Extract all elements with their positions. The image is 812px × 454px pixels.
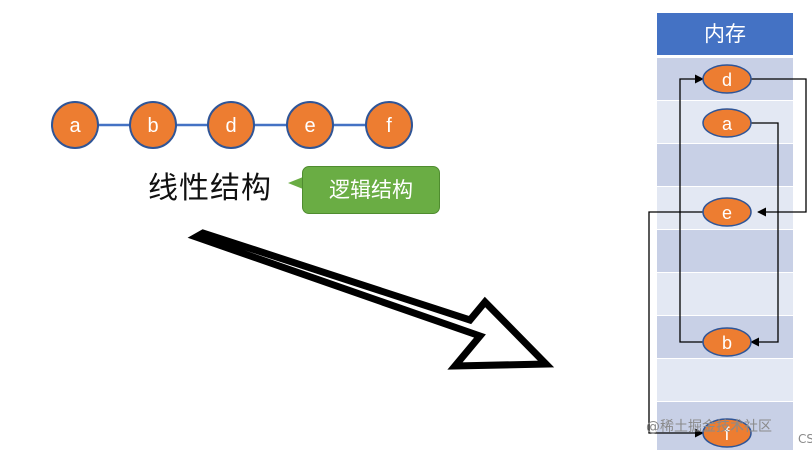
memory-node-d: d	[702, 64, 752, 94]
chain-node-e: e	[286, 101, 334, 149]
chain-node-label: d	[225, 115, 236, 137]
chain-node-f: f	[365, 101, 413, 149]
memory-node-label: d	[722, 70, 732, 90]
memory-node-label: e	[722, 203, 732, 223]
link-d-to-e	[751, 78, 807, 217]
chain-node-d: d	[207, 101, 255, 149]
link-e-to-f	[648, 211, 704, 438]
mapping-arrow	[187, 229, 555, 370]
linear-chain: a b d e f	[51, 101, 413, 149]
memory-node-label: f	[724, 424, 730, 444]
memory-node-f: f	[702, 418, 752, 448]
callout-tail	[288, 177, 303, 189]
logical-structure-callout: 逻辑结构	[302, 166, 440, 214]
memory-links	[648, 74, 807, 438]
watermark: @稀土掘金技术社区	[646, 419, 772, 435]
memory-node-label: b	[722, 333, 732, 353]
memory-node-b: b	[702, 327, 752, 357]
memory-node-a: a	[702, 108, 752, 138]
chain-node-label: a	[69, 115, 81, 137]
memory-node-e: e	[702, 197, 752, 227]
link-b-to-d	[679, 74, 704, 343]
memory-row	[657, 230, 793, 272]
linear-structure-label: 线性结构	[148, 171, 272, 206]
memory-nodes: d a e b f	[702, 64, 752, 448]
memory-row	[657, 359, 793, 401]
chain-node-a: a	[51, 101, 99, 149]
chain-node-label: f	[386, 115, 392, 137]
memory-header: 内存	[657, 13, 793, 55]
chain-node-b: b	[129, 101, 177, 149]
corner-text: CS	[798, 432, 812, 446]
link-a-to-b	[750, 122, 779, 347]
memory-node-label: a	[722, 114, 733, 134]
memory-row	[657, 273, 793, 315]
memory-row	[657, 144, 793, 186]
chain-node-label: e	[304, 115, 315, 137]
chain-node-label: b	[147, 115, 158, 137]
